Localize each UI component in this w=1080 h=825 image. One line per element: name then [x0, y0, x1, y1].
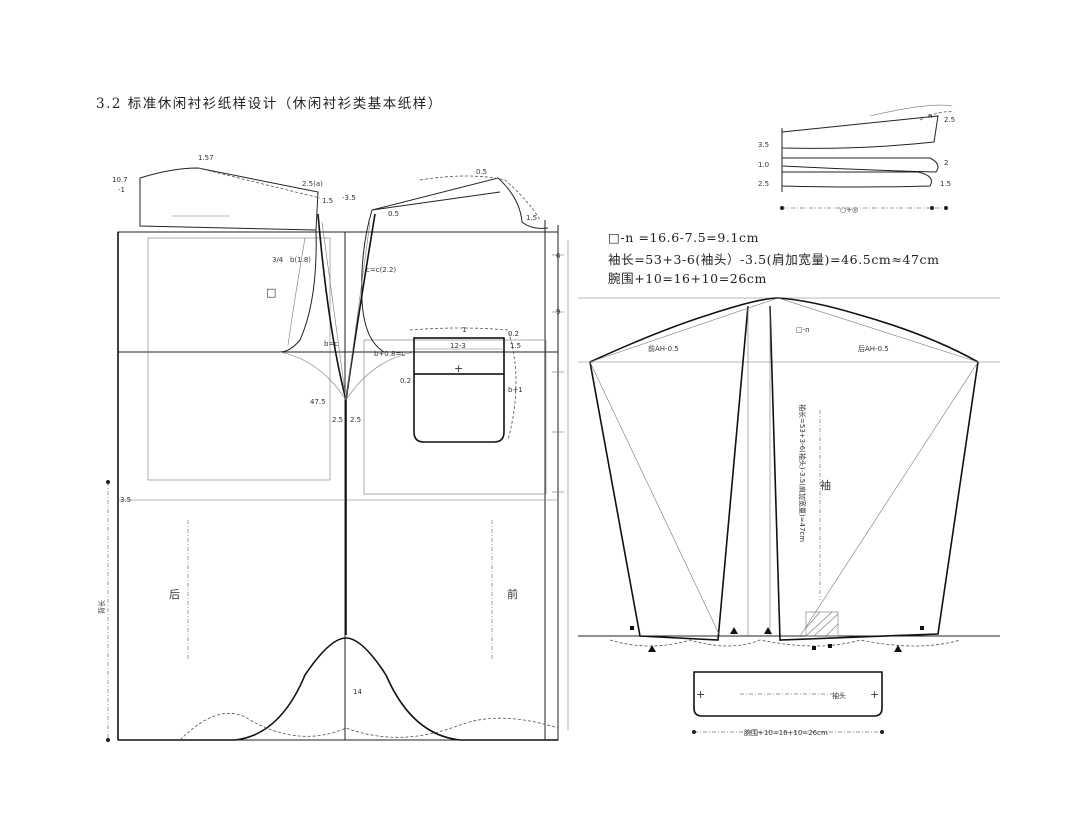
label-minus-one: -1 — [118, 186, 125, 194]
collar-label-n: n — [928, 112, 932, 120]
collar-label-2-5b: 2.5 — [758, 180, 769, 188]
label-back: 后 — [169, 588, 180, 601]
label-b-1-8: b(1.8) — [290, 256, 311, 264]
label-pocket-width: 12-3 — [450, 342, 466, 350]
sleeve-label-char: 袖 — [820, 478, 831, 492]
collar-band-mid — [781, 157, 939, 173]
collar-tip-dash — [919, 111, 955, 121]
collar-pattern: n 2.5 3.5 1.0 2.5 2 1.5 ○+◎ — [758, 104, 955, 214]
pocket-dash — [409, 327, 517, 441]
collar-label-3-5: 3.5 — [758, 141, 769, 149]
sleeve-label-length: 袖长=53+3-6(袖头)-3.5(肩加宽量)≈47cm — [798, 404, 807, 542]
sleeve-guide-2 — [799, 361, 979, 637]
pocket-cross-icon: + — [454, 362, 463, 375]
collar-label-2-5a: 2.5 — [944, 116, 955, 124]
collar-guide — [869, 104, 953, 117]
label-side-3-5: 3.5 — [120, 496, 131, 504]
label-front: 前 — [507, 587, 518, 601]
label-neck-mark: 1.57 — [198, 154, 214, 162]
body-pattern: + 后 前 背长 □ 14 3.5 47.5 1.57 10.7 -1 2.5(… — [97, 154, 569, 742]
back-shoulder-dash — [197, 167, 321, 199]
sleeve-label-back-ah: 后AH-0.5 — [858, 344, 889, 353]
hem-dash-curve — [179, 713, 559, 741]
body-frame — [117, 231, 559, 741]
label-three-four: 3/4 — [272, 256, 284, 264]
sleeve-label-cap-n: □-n — [796, 326, 810, 334]
collar-label-1-5: 1.5 — [940, 180, 951, 188]
page-title: 3.2 标准休闲衬衫纸样设计（休闲衬衫类基本纸样） — [96, 96, 443, 112]
label-zero-5-b: 0.5 — [388, 210, 399, 218]
armhole-v-shape — [317, 213, 376, 401]
label-two-5: 2.5 — [332, 416, 343, 424]
label-nine: 9 — [556, 308, 560, 316]
collar-dim-dot-right — [944, 206, 948, 210]
front-inner-rect — [363, 339, 547, 495]
label-one-5-b: 1.5 — [526, 214, 537, 222]
dim-dot-top — [106, 480, 110, 484]
cuff-piece — [693, 671, 883, 717]
label-zero-2-b: 0.2 — [400, 377, 411, 385]
dim-dot-bottom — [106, 738, 110, 742]
collar-dim-dot-mid — [930, 206, 934, 210]
cuff-cross-left-icon: + — [696, 688, 705, 701]
front-armhole — [361, 209, 385, 353]
sleeve-guide-1 — [589, 361, 721, 637]
label-b-minus: b+0.8=c — [374, 350, 405, 358]
label-square: □ — [266, 286, 276, 299]
label-hem-14: 14 — [353, 688, 362, 696]
pocket-body — [413, 374, 505, 443]
cuff-dim-dot-left — [692, 730, 696, 734]
collar-label-1-0: 1.0 — [758, 161, 769, 169]
label-zero-2: 0.2 — [508, 330, 519, 338]
pocket-flap — [413, 337, 505, 375]
cuff-cross-right-icon: + — [870, 688, 879, 701]
label-back-length: 背长 — [97, 600, 106, 614]
armhole-v-guide-right — [345, 221, 371, 401]
sleeve-hem-dash — [609, 639, 961, 647]
label-zero-5: 0.5 — [476, 168, 487, 176]
formula-sleeve-length: 袖长=53+3-6(袖头）-3.5(肩加宽量)=46.5cm≈47cm — [608, 252, 940, 267]
label-c-eq: c=c(2.2) — [366, 266, 396, 274]
label-sh-left: 10.7 — [112, 176, 128, 184]
collar-band-top — [781, 115, 939, 149]
label-47-5: 47.5 — [310, 398, 326, 406]
formula-cap-height: □-n =16.6-7.5=9.1cm — [608, 230, 760, 245]
back-armhole — [279, 229, 317, 353]
label-one-5: 1.5 — [322, 197, 333, 205]
front-edge-ticks — [552, 254, 564, 493]
sleeve-front-panel — [589, 305, 749, 641]
front-neckline — [371, 177, 549, 229]
sleeve-pattern: 前AH-0.5 后AH-0.5 □-n 袖 袖长=53+3-6(袖头)-3.5(… — [578, 297, 1000, 737]
collar-stand — [781, 171, 932, 188]
front-neck-dash — [419, 175, 541, 221]
label-b-plus-1: b+1 — [508, 386, 523, 394]
collar-label-2: 2 — [944, 159, 948, 167]
back-yoke — [139, 167, 319, 231]
front-yoke-line — [371, 191, 501, 211]
armhole-v-guide-left — [321, 221, 347, 401]
hem-curve — [118, 637, 558, 741]
collar-dim-dot-left — [780, 206, 784, 210]
label-one: 1 — [462, 326, 466, 334]
label-yoke-2-5: 2.5(a) — [302, 180, 323, 188]
collar-label-mid: ○+◎ — [840, 206, 858, 214]
sleeve-cap-guide — [589, 297, 979, 363]
back-inner-rect — [147, 237, 331, 481]
placket-hatch — [805, 611, 839, 637]
cuff-dim-dot-right — [880, 730, 884, 734]
sleeve-label-front-ah: 前AH-0.5 — [648, 344, 679, 353]
cuff-label-width: 腕围+10=16+10=26cm — [744, 728, 828, 737]
sleeve-back-panel — [769, 305, 979, 641]
label-b-eq-c: b=c — [324, 340, 338, 348]
label-one-5-c: 1.5 — [510, 342, 521, 350]
label-minus-3-5: -3.5 — [342, 194, 356, 202]
label-six: 6 — [556, 252, 561, 260]
cuff-label-name: 袖头 — [832, 691, 846, 700]
label-two-5-b: 2.5 — [350, 416, 361, 424]
placket-hatch-lines — [805, 611, 839, 637]
formula-cuff-width: 腕围+10=16+10=26cm — [608, 271, 767, 286]
sleeve-markers — [630, 626, 924, 652]
back-armhole-guide — [287, 237, 306, 346]
